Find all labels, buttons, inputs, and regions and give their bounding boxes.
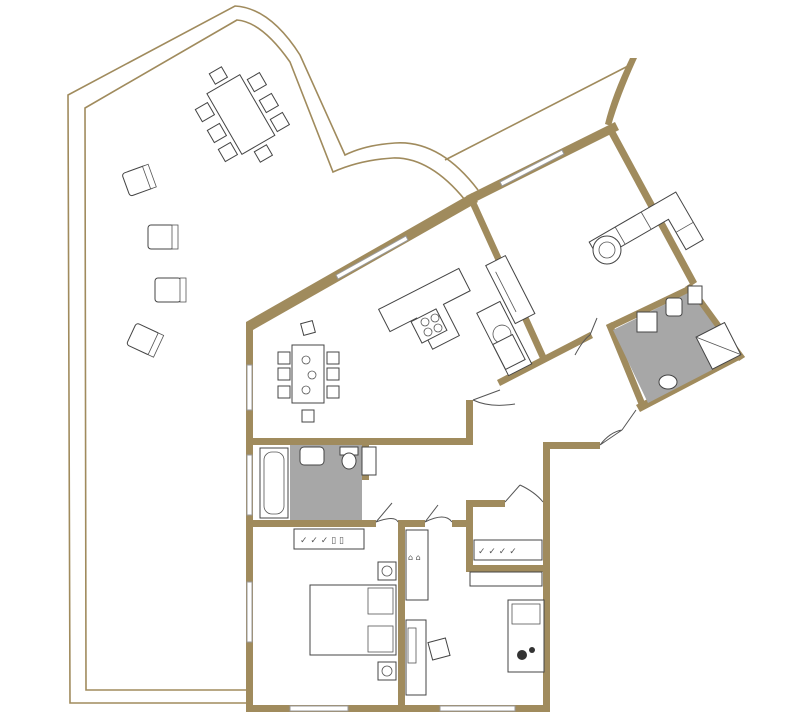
window-living	[499, 149, 565, 187]
window-bath1	[246, 454, 253, 516]
wall-kitchen-step	[466, 400, 473, 445]
cooktop-burner	[423, 327, 433, 337]
door-dressing	[504, 484, 544, 503]
dining-chair	[300, 320, 316, 336]
window-bedroom-bottom	[289, 705, 349, 712]
terrace-chair	[269, 111, 291, 133]
kitchen-island	[377, 267, 471, 350]
wardrobe-hangers: ✓ ✓ ✓ ▯ ▯	[300, 536, 344, 546]
shower	[695, 321, 742, 370]
washing-machine-frame	[636, 311, 658, 333]
bath1-washbasin	[299, 446, 325, 466]
wall-right-lower	[543, 442, 550, 712]
door-bath2-entry	[574, 317, 598, 356]
wall-kitchen-bottom	[246, 438, 472, 445]
decor	[517, 650, 527, 660]
wall-dressing-left	[466, 500, 473, 570]
terrace-chair	[217, 141, 239, 163]
hall-wardrobe-hangers: ⌂ ⌂	[408, 553, 421, 562]
pillow	[511, 603, 541, 625]
cooktop-burner	[430, 313, 440, 323]
cooktop-burner	[420, 317, 430, 327]
lounge-chair	[122, 163, 157, 197]
lounge-chair	[154, 277, 187, 303]
dining-chair	[326, 367, 340, 381]
terrace-furniture	[122, 66, 291, 358]
wall-dressing-top	[466, 500, 505, 507]
terrace-chair	[253, 144, 274, 163]
wall-kitchen-bottom-right	[497, 332, 593, 386]
terrace-top-edge	[444, 64, 631, 161]
pillow	[367, 587, 394, 615]
wall-curved-corner	[605, 58, 637, 126]
kitchen-counter-living	[485, 254, 536, 325]
bedroom: ✓ ✓ ✓ ▯ ▯	[293, 528, 397, 681]
bath1-toilet	[341, 452, 357, 470]
living-room-furniture	[485, 191, 704, 325]
wall-bath2-top	[606, 285, 693, 331]
window-kitchen	[335, 235, 409, 280]
bath2-washbasin	[665, 297, 683, 317]
terrace-dining-set	[194, 66, 291, 163]
dining-chair	[326, 385, 340, 399]
window-bedroom	[246, 581, 253, 643]
door-entry	[599, 409, 637, 446]
bathroom-1	[259, 445, 377, 520]
desk-chair	[427, 637, 451, 661]
wardrobe	[293, 528, 365, 550]
door-bath1	[375, 502, 399, 523]
dining-chair	[301, 409, 315, 423]
lounge-chair	[147, 224, 179, 250]
study-shelf	[469, 571, 543, 587]
terrace	[67, 5, 631, 704]
study: ⌂ ⌂	[405, 529, 545, 696]
window-dining	[246, 364, 253, 411]
bath2-toilet	[658, 374, 678, 390]
terrace-dining-table	[206, 74, 276, 155]
dining-set	[277, 320, 340, 423]
windows	[246, 149, 565, 712]
dining-chair	[326, 351, 340, 365]
shelf	[407, 627, 417, 664]
door-hall-1	[424, 504, 453, 523]
terrace-chair	[194, 101, 216, 123]
wall-hall-top-seg-2	[452, 520, 470, 527]
cooktop-burner	[433, 323, 443, 333]
terrace-chair	[206, 122, 228, 144]
wall-bedroom-right	[398, 520, 405, 712]
dressing: ✓ ✓ ✓ ✓	[473, 539, 543, 561]
oven	[492, 333, 526, 371]
kitchen-furniture	[277, 267, 533, 423]
window-study-bottom	[439, 705, 516, 712]
pillow	[367, 625, 394, 653]
wall-bath1-bottom	[253, 520, 376, 527]
bath1-washing-machine	[361, 446, 377, 476]
decor	[529, 647, 535, 653]
dressing-hangers: ✓ ✓ ✓ ✓	[478, 547, 517, 557]
wall-hall-top-seg	[398, 520, 425, 527]
hall-wardrobe	[405, 529, 429, 601]
dressing-wardrobe	[473, 539, 543, 561]
lounge-chair	[126, 323, 165, 358]
bath2-cabinet	[687, 285, 703, 305]
terrace-chair	[208, 66, 229, 85]
terrace-chair	[246, 71, 268, 93]
bathroom-2	[613, 285, 742, 403]
doors	[375, 317, 637, 523]
terrace-chair	[258, 92, 280, 114]
terrace-inner-outline	[84, 19, 466, 691]
terrace-outer-outline	[67, 5, 479, 704]
dining-chair	[277, 351, 291, 365]
dining-chair	[277, 385, 291, 399]
wall-hall-step	[543, 442, 600, 449]
wall-bath2-left	[606, 322, 646, 408]
wall-dressing-bottom	[466, 565, 550, 572]
door-kitchen	[472, 389, 516, 406]
dining-chair	[277, 367, 291, 381]
